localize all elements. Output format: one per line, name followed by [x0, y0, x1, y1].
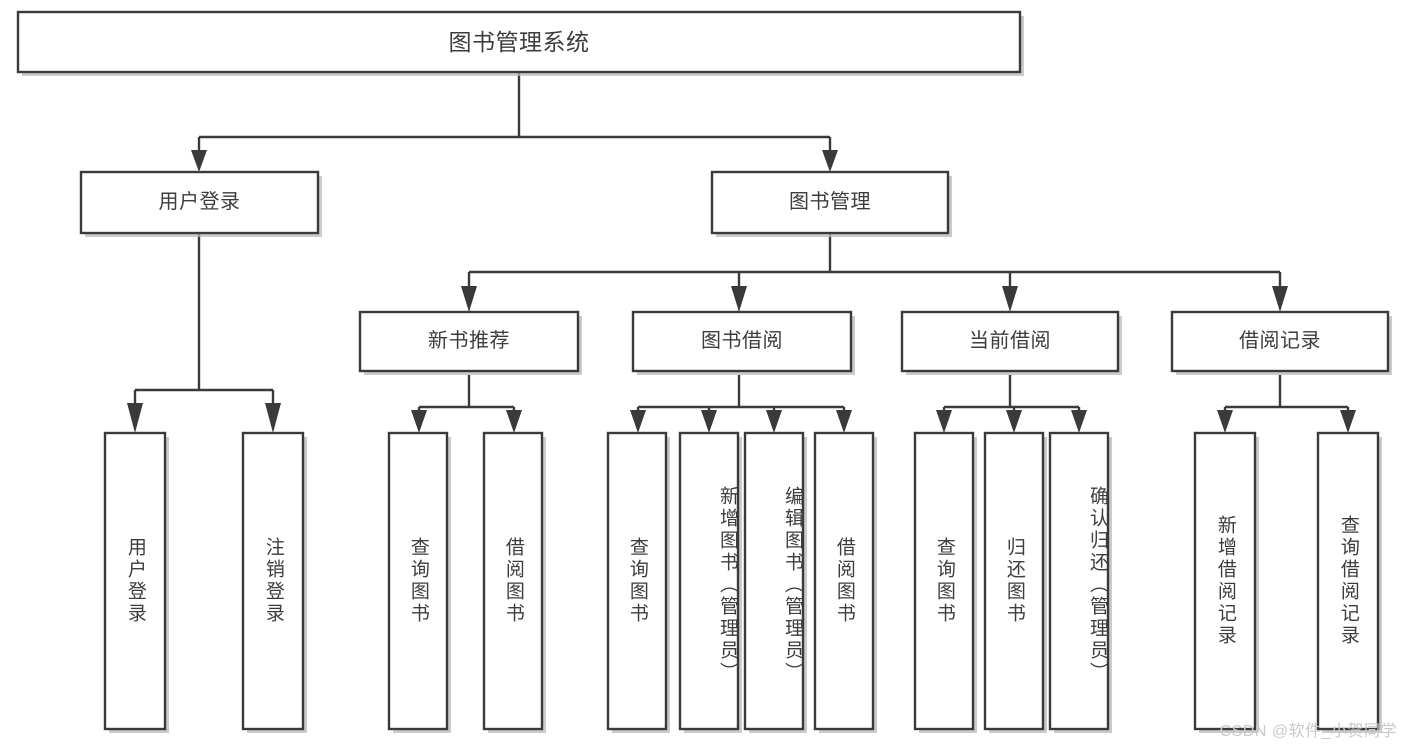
root-box[interactable] [16, 10, 1022, 74]
arrow-current-borrow-leaf1 [936, 410, 952, 433]
leaf-current-borrow-1[interactable] [983, 431, 1047, 733]
arrow-borrow-record-leaf1 [1217, 410, 1233, 433]
leaf-box[interactable] [1316, 431, 1380, 731]
leaf-box[interactable] [1193, 431, 1257, 731]
connectors-borrow-record-to-leaves [1217, 375, 1356, 433]
arrow-to-user-login [191, 150, 207, 172]
connectors-new-book-to-leaves [411, 375, 522, 433]
leaf-new-book-1[interactable] [482, 431, 546, 733]
arrow-book-borrow-leaf3 [766, 410, 782, 433]
connectors-user-login-to-leaves [127, 233, 281, 433]
arrow-new-book-leaf2 [506, 410, 522, 433]
book-borrow-box[interactable] [631, 310, 853, 373]
leaf-box[interactable] [983, 431, 1045, 731]
leaf-box[interactable] [482, 431, 544, 731]
connectors-book-borrow-to-leaves [630, 375, 852, 433]
leaf-box[interactable] [813, 431, 875, 731]
csdn-watermark: CSDN @软件_小贺同学 [1219, 723, 1397, 740]
node-root[interactable] [16, 10, 1024, 76]
leaf-box[interactable] [913, 431, 975, 731]
node-book-manage[interactable] [710, 170, 952, 237]
arrow-current-borrow-leaf2 [1006, 410, 1022, 433]
user-login-box[interactable] [79, 170, 320, 235]
leaf-box[interactable] [743, 431, 805, 731]
node-new-book-recommend[interactable] [358, 310, 582, 375]
leaf-box[interactable] [103, 431, 167, 731]
node-book-borrow[interactable] [631, 310, 855, 375]
arrow-new-book-leaf1 [411, 410, 427, 433]
connectors-book-manage-to-level3 [461, 233, 1288, 312]
leaf-box[interactable] [678, 431, 740, 731]
node-borrow-record[interactable] [1170, 310, 1392, 375]
leaf-box[interactable] [606, 431, 668, 731]
leaf-book-borrow-0[interactable] [606, 431, 670, 733]
book-manage-box[interactable] [710, 170, 950, 235]
arrow-book-borrow-leaf4 [836, 410, 852, 433]
leaf-current-borrow-2[interactable] [1048, 431, 1112, 733]
leaf-user-login-1[interactable] [241, 431, 307, 733]
leaf-box[interactable] [241, 431, 305, 731]
arrow-user-login-leaf1 [127, 403, 143, 433]
arrow-to-book-borrow [731, 286, 747, 312]
connectors-current-borrow-to-leaves [936, 375, 1087, 433]
node-current-borrow[interactable] [900, 310, 1122, 375]
arrow-to-book-manage [822, 150, 838, 172]
arrow-book-borrow-leaf2 [701, 410, 717, 433]
leaf-borrow-record-0[interactable] [1193, 431, 1259, 733]
leaf-book-borrow-3[interactable] [813, 431, 877, 733]
leaf-current-borrow-0[interactable] [913, 431, 977, 733]
arrow-book-borrow-leaf1 [630, 410, 646, 433]
node-user-login[interactable] [79, 170, 322, 237]
leaf-borrow-record-1[interactable] [1316, 431, 1382, 733]
leaf-book-borrow-2[interactable] [743, 431, 807, 733]
arrow-to-current-borrow [1002, 286, 1018, 312]
arrow-to-new-book [461, 286, 477, 312]
arrow-to-borrow-record [1272, 286, 1288, 312]
leaf-book-borrow-1[interactable] [678, 431, 742, 733]
borrow-record-box[interactable] [1170, 310, 1390, 373]
arrow-current-borrow-leaf3 [1071, 410, 1087, 433]
new-book-box[interactable] [358, 310, 580, 373]
arrow-borrow-record-leaf2 [1340, 410, 1356, 433]
leaf-box[interactable] [387, 431, 449, 731]
leaf-new-book-0[interactable] [387, 431, 451, 733]
current-borrow-box[interactable] [900, 310, 1120, 373]
leaf-box[interactable] [1048, 431, 1110, 731]
arrow-user-login-leaf2 [265, 403, 281, 433]
connectors-root-to-level2 [191, 72, 838, 172]
leaf-user-login-0[interactable] [103, 431, 169, 733]
